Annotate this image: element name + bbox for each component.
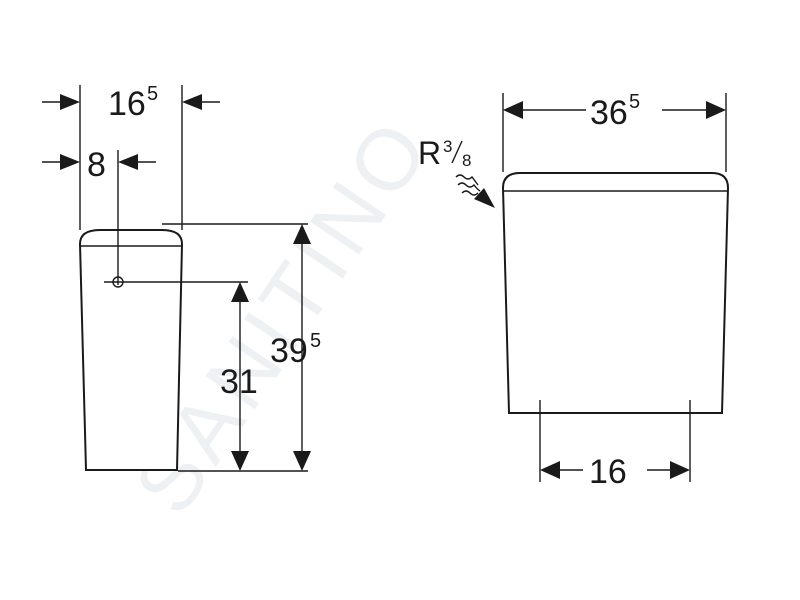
dim-16-5-arrow-left bbox=[60, 94, 80, 110]
side-view: 16 5 8 31 39 5 bbox=[42, 83, 321, 472]
dim-36-5-value: 36 bbox=[590, 94, 628, 132]
side-view-tank-body bbox=[78, 229, 184, 471]
dim-8-arrow-left bbox=[60, 154, 80, 170]
dim-39-5-value: 39 bbox=[270, 332, 308, 370]
dim-39-5-superscript: 5 bbox=[310, 330, 321, 352]
connection-frac-numerator: 3 bbox=[443, 137, 452, 156]
dim-16-arrow-right bbox=[670, 461, 690, 479]
dim-36-5-arrow-left bbox=[503, 101, 523, 119]
dim-16-value: 16 bbox=[589, 453, 627, 491]
dim-31-value: 31 bbox=[220, 363, 258, 401]
dim-39-5-arrow-top bbox=[293, 224, 311, 244]
dim-16-5-arrow-right bbox=[182, 94, 202, 110]
dim-8-value: 8 bbox=[87, 146, 106, 184]
connection-thread-label: R bbox=[418, 135, 441, 171]
water-inlet-wave-icon bbox=[455, 174, 495, 208]
connection-frac-slash bbox=[451, 140, 463, 164]
connection-frac-denominator: 8 bbox=[462, 151, 471, 170]
front-view-tank-body bbox=[501, 172, 730, 414]
dim-16-5-value: 16 bbox=[108, 85, 146, 123]
dim-36-5-superscript: 5 bbox=[629, 91, 640, 113]
dim-31-arrow-top bbox=[231, 282, 249, 302]
dim-16-5-superscript: 5 bbox=[147, 83, 158, 105]
dim-8-arrow-right bbox=[118, 154, 138, 170]
dim-39-5-arrow-bottom bbox=[293, 451, 311, 471]
dim-36-5-arrow-right bbox=[706, 101, 726, 119]
dim-31-arrow-bottom bbox=[231, 451, 249, 471]
dim-16-arrow-left bbox=[540, 461, 560, 479]
front-view: 36 5 16 R 3 8 bbox=[418, 91, 730, 491]
